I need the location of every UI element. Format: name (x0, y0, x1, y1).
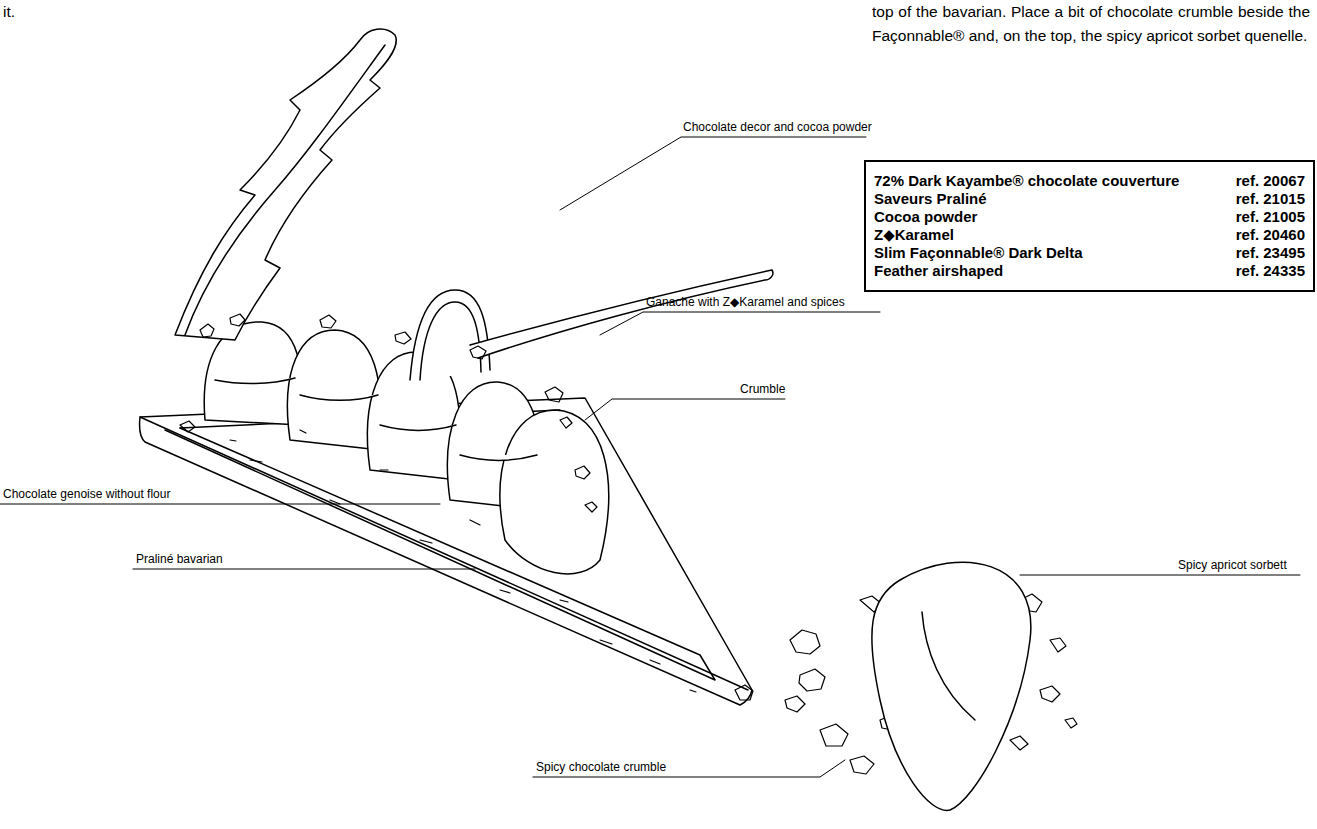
crumble (180, 314, 753, 700)
callout-label: Chocolate decor and cocoa powder (683, 120, 872, 134)
table-item: Slim Façonnable® Dark Delta (874, 244, 1222, 262)
table-ref: ref. 23495 (1236, 244, 1305, 262)
table-item: Saveurs Praliné (874, 190, 1222, 208)
callout-label: Ganache with Z◆Karamel and spices (646, 295, 845, 309)
callout-label: Spicy chocolate crumble (536, 760, 666, 774)
table-ref: ref. 24335 (1236, 262, 1305, 280)
callout-label: Spicy apricot sorbett (1178, 558, 1287, 572)
table-ref: ref. 21005 (1236, 208, 1305, 226)
table-item: Z◆Karamel (874, 226, 1222, 244)
callout-label: Chocolate genoise without flour (3, 487, 170, 501)
chocolate-decor (175, 29, 773, 380)
table-ref: ref. 20067 (1236, 172, 1305, 190)
table-ref: ref. 21015 (1236, 190, 1305, 208)
instruction-text: top of the bavarian. Place a bit of choc… (872, 0, 1310, 48)
table-item: Feather airshaped (874, 262, 1222, 280)
ganache-quenelles (204, 322, 608, 574)
sorbet-quenelle (872, 562, 1031, 810)
callout-label: Praliné bavarian (136, 552, 223, 566)
text-fragment: it. (3, 0, 15, 24)
table-item: 72% Dark Kayambe® chocolate couverture (874, 172, 1222, 190)
table-item: Cocoa powder (874, 208, 1222, 226)
callout-label: Crumble (740, 382, 785, 396)
table-ref: ref. 20460 (1236, 226, 1305, 244)
product-table: 72% Dark Kayambe® chocolate couverture re… (864, 160, 1315, 292)
